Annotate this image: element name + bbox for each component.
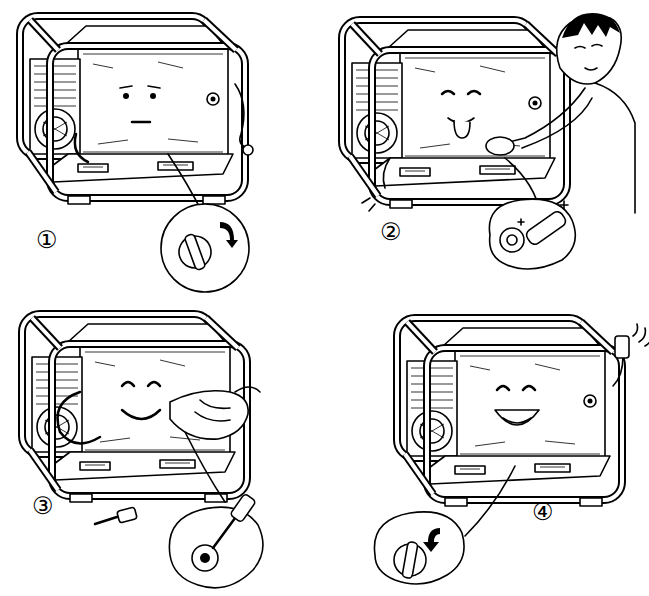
callout-number: ④ — [532, 500, 554, 524]
callout-number: ① — [36, 228, 58, 252]
callout-number: ③ — [32, 494, 54, 518]
callout-bubble-1 — [161, 204, 249, 292]
generator-panel-1 — [20, 16, 253, 214]
callout-bubble-3 — [95, 493, 263, 588]
generator-panel-3 — [22, 314, 260, 502]
callout-bubble-2 — [489, 199, 575, 269]
generator-panel-2 — [342, 13, 635, 213]
generator-panel-4 — [397, 318, 649, 536]
callout-number: ② — [380, 220, 402, 244]
callout-bubble-4 — [374, 512, 464, 584]
